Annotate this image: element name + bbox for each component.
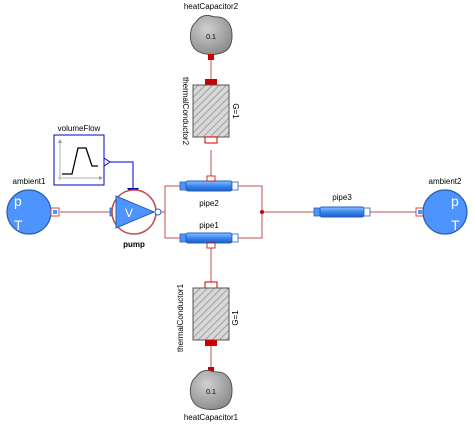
junction-dot: [260, 210, 264, 214]
pump-outlet-port[interactable]: [154, 208, 162, 216]
ambient-left-p: p: [14, 193, 22, 209]
heat-capacitor-bottom-body: [189, 369, 233, 410]
pipe-bottom-port-b[interactable]: [231, 233, 239, 243]
volume-flow-curve: [62, 147, 98, 175]
heat-capacitor-top-value: 0.1: [206, 34, 216, 41]
pipe-top-name: pipe2: [199, 199, 219, 208]
pipe-top-heat-port[interactable]: [206, 175, 216, 182]
pipe-bottom-name: pipe1: [199, 221, 219, 230]
pump-triangle-icon: [115, 195, 156, 229]
ambient-right-p: p: [451, 193, 459, 209]
pump-symbol: V: [125, 206, 133, 220]
heat-capacitor-top[interactable]: heatCapacitor2 0.1: [184, 2, 239, 60]
ambient-right-name: ambient2: [429, 177, 462, 186]
pipe-right-port-a[interactable]: [313, 207, 321, 217]
pipe-right-name: pipe3: [332, 193, 352, 202]
thermal-conductor-top-body: [192, 84, 230, 138]
thermal-conductor-top-port-a[interactable]: [205, 79, 217, 85]
thermal-conductor-top-name: thermalConductor2: [181, 77, 190, 146]
thermal-conductor-bottom-param: G=1: [231, 310, 240, 326]
pipe-top[interactable]: pipe2: [179, 175, 239, 208]
thermal-conductor-top[interactable]: thermalConductor2 G=1: [181, 77, 240, 146]
volume-flow-xaxis-arrow-icon: [99, 176, 103, 180]
pipe-bottom[interactable]: pipe1: [179, 221, 239, 249]
pipe-bottom-port-a[interactable]: [179, 233, 187, 243]
ambient-right-body: [422, 189, 468, 235]
thermal-conductor-bottom-port-a[interactable]: [205, 340, 217, 346]
ambient-right-t: T: [451, 217, 460, 233]
thermal-conductor-top-param: G=1: [231, 103, 240, 119]
wire-pump-pipe2[interactable]: [158, 185, 180, 213]
volume-flow-axes: [58, 141, 101, 180]
heat-capacitor-top-port[interactable]: [208, 54, 214, 60]
pump[interactable]: V pump: [109, 189, 162, 249]
heat-capacitor-bottom[interactable]: 0.1 heatCapacitor1: [184, 367, 239, 422]
volume-flow-name: volumeFlow: [58, 124, 101, 133]
thermal-conductor-bottom[interactable]: thermalConductor1 G=1: [176, 281, 240, 352]
ambient-right[interactable]: ambient2 p T: [415, 177, 468, 235]
pipe-top-port-b[interactable]: [231, 181, 239, 191]
ambient-left-name: ambient1: [13, 177, 46, 186]
volume-flow-source[interactable]: volumeFlow: [53, 124, 111, 186]
pipe-top-port-a[interactable]: [179, 181, 187, 191]
thermal-conductor-bottom-port-b[interactable]: [204, 281, 218, 289]
thermal-conductor-bottom-name: thermalConductor1: [176, 283, 185, 352]
pipe-bottom-body: [185, 232, 233, 244]
heat-capacitor-top-name: heatCapacitor2: [184, 2, 239, 11]
wire-pump-pipe1[interactable]: [164, 212, 180, 239]
pump-name: pump: [123, 240, 145, 249]
pipe-right[interactable]: pipe3: [313, 193, 371, 218]
wire-pipes-junction[interactable]: [238, 185, 263, 239]
volume-flow-yaxis-arrow-icon: [58, 139, 62, 143]
thermal-conductor-top-port-b[interactable]: [204, 136, 218, 144]
volume-flow-box: [53, 134, 105, 186]
pipe-bottom-heat-port[interactable]: [206, 242, 216, 249]
pipe-right-port-b[interactable]: [363, 207, 371, 217]
heat-capacitor-bottom-name: heatCapacitor1: [184, 413, 239, 422]
heat-capacitor-top-body: [189, 14, 233, 55]
pipe-top-body: [185, 180, 233, 192]
thermal-conductor-bottom-body: [192, 287, 230, 341]
volume-flow-output-port[interactable]: [103, 157, 111, 167]
ambient-left[interactable]: ambient1 p T: [6, 177, 60, 235]
heat-capacitor-bottom-value: 0.1: [206, 389, 216, 396]
ambient-left-t: T: [14, 217, 23, 233]
wire-volumeflow-pump[interactable]: [105, 161, 134, 190]
heat-capacitor-bottom-port[interactable]: [208, 367, 214, 373]
pipe-right-body: [319, 206, 365, 218]
